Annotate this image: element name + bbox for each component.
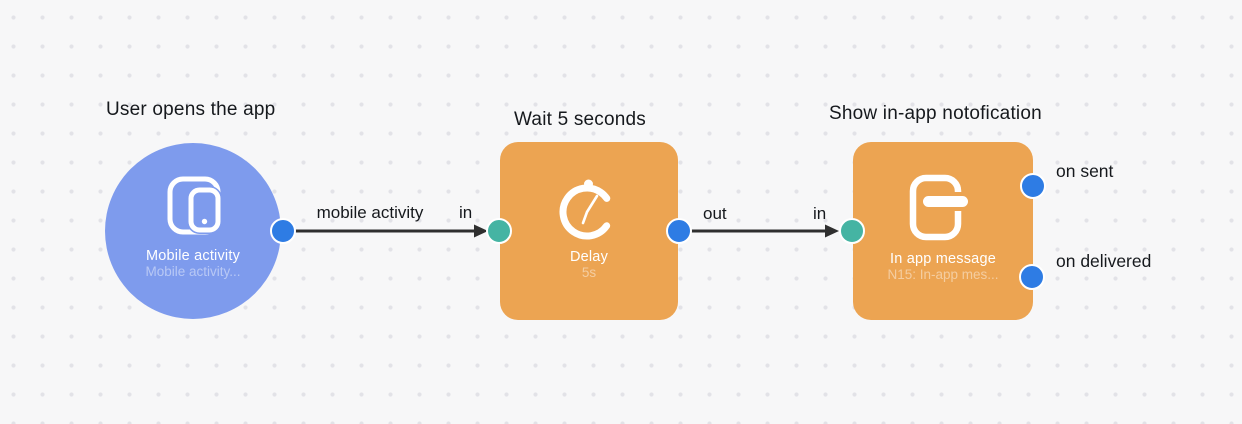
edge-delay-to-inapp[interactable] (690, 224, 839, 238)
node-label: Delay (569, 249, 609, 265)
node-sublabel: Mobile activity... (145, 264, 241, 280)
edge-mobile-to-delay[interactable] (294, 224, 488, 238)
mobile-activity-icon (167, 176, 222, 235)
in-app-message-icon (909, 174, 972, 241)
port-on-delivered-output[interactable] (1019, 264, 1045, 290)
port-label-on-delivered: on delivered (1056, 251, 1152, 271)
node-labels: Delay 5s (500, 249, 678, 281)
port-delay-input[interactable] (486, 218, 512, 244)
node-title-mobile-activity: User opens the app (106, 99, 276, 120)
edge-label-mobile-activity: mobile activity (316, 203, 424, 222)
node-label: Mobile activity (145, 248, 241, 264)
node-title-delay: Wait 5 seconds (514, 109, 646, 130)
edge-arrowhead-icon (825, 224, 839, 238)
port-label-on-sent: on sent (1056, 161, 1114, 181)
edge-port-label-in: in (459, 203, 473, 222)
edge-port-label-out: out (703, 204, 727, 223)
node-in-app-message[interactable]: In app message N15: In-app mes... (853, 142, 1033, 320)
port-mobile-activity-output[interactable] (270, 218, 296, 244)
node-sublabel: 5s (581, 265, 597, 281)
node-sublabel: N15: In-app mes... (887, 267, 999, 283)
port-in-app-message-input[interactable] (839, 218, 865, 244)
node-title-in-app-message: Show in-app notofication (829, 103, 1042, 124)
stopwatch-icon (559, 179, 615, 240)
node-labels: Mobile activity Mobile activity... (105, 248, 281, 280)
port-on-sent-output[interactable] (1020, 173, 1046, 199)
node-labels: In app message N15: In-app mes... (853, 251, 1033, 283)
node-delay[interactable]: Delay 5s (500, 142, 678, 320)
port-delay-output[interactable] (666, 218, 692, 244)
edge-port-label-in: in (813, 204, 827, 223)
node-mobile-activity[interactable]: Mobile activity Mobile activity... (105, 143, 281, 319)
node-label: In app message (890, 251, 996, 267)
